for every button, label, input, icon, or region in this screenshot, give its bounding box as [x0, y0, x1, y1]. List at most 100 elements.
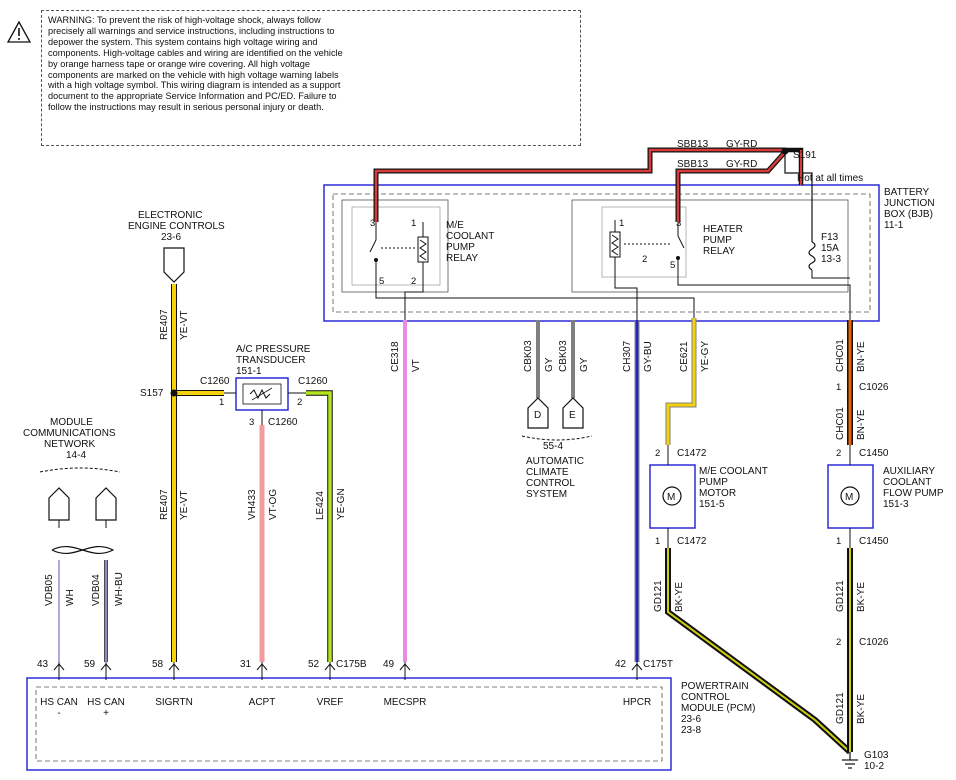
heater-relay-pin-5: 5 — [670, 260, 675, 271]
wire-cbk03_d-circuit-label: CBK03 — [523, 340, 534, 372]
warning-text: WARNING: To prevent the risk of high-vol… — [48, 15, 343, 113]
c1026-top-conn: C1026 — [859, 382, 889, 393]
pcm-title-4: 23-6 — [681, 714, 701, 725]
pcm-pin-42 — [631, 662, 643, 680]
acs-conn-e: E — [569, 410, 576, 421]
wire-cbk03_e-color-label: GY — [579, 357, 590, 372]
wire-chc01_a-color-label: BN-YE — [856, 341, 867, 372]
wire-gd121_c-color-label: BK-YE — [856, 694, 867, 724]
splice-s157-dot — [170, 389, 178, 397]
acs-label-4: SYSTEM — [526, 489, 567, 500]
ac-transducer-box — [235, 377, 289, 411]
c1026-bottom-conn: C1026 — [859, 637, 889, 648]
aux-pump-motor-icon — [840, 486, 860, 506]
c1026-bottom-pin: 2 — [836, 637, 841, 648]
pcm-pin-number: 58 — [152, 659, 164, 670]
ground-ref: 10-2 — [864, 761, 884, 772]
wire-le424-circuit-label: LE424 — [315, 491, 326, 520]
pcm-pin-31 — [256, 662, 268, 680]
aux-pump-top-conn: C1450 — [859, 448, 889, 459]
eec-connector-icon — [163, 247, 185, 283]
pcm-pin-label: SIGRTN — [155, 697, 193, 708]
acs-label-3: CONTROL — [526, 478, 575, 489]
wire-chc01_b-circuit-label: CHC01 — [835, 407, 846, 440]
supply-wire2-color: GY-RD — [726, 159, 757, 170]
me-relay-panel — [341, 199, 449, 293]
pcm-pin-label: HS CAN — [40, 697, 78, 708]
wire-vdb04-circuit-label: VDB04 — [91, 574, 102, 606]
wire-le424 — [306, 391, 332, 662]
wire-gd121_b-circuit-label: GD121 — [835, 580, 846, 612]
ac-pin-2: 2 — [297, 397, 302, 408]
wire-ce621 — [666, 318, 696, 445]
wire-re407_top-color-label: YE-VT — [179, 311, 190, 340]
wire-vh433-circuit-label: VH433 — [247, 489, 258, 520]
me-relay-label-3: PUMP — [446, 242, 475, 253]
wire-vdb05-circuit-label: VDB05 — [44, 574, 55, 606]
mcn-connector-a-icon — [48, 487, 70, 521]
warning-triangle-icon — [6, 20, 32, 43]
pcm-title-3: MODULE (PCM) — [681, 703, 755, 714]
pin-arrow-icon — [324, 663, 336, 671]
pcm-pin-polarity: - — [57, 708, 60, 719]
wire-gd121-me — [667, 548, 851, 753]
wire-vdb04-color-label: WH-BU — [114, 572, 125, 606]
pin-arrow-icon — [631, 663, 643, 671]
me-pump-label-1: M/E COOLANT — [699, 466, 768, 477]
splice-s191-dot — [781, 147, 789, 155]
wire-ch307-color-label: GY-BU — [643, 341, 654, 372]
bjb-title-2: JUNCTION — [884, 198, 935, 209]
splice-s157-label: S157 — [140, 388, 164, 399]
wire-le424-color-label: YE-GN — [336, 488, 347, 520]
mcn-label-2: COMMUNICATIONS — [23, 428, 116, 439]
mcn-connector-b-icon — [95, 487, 117, 521]
pcm-pin-number: 31 — [240, 659, 252, 670]
pcm-pin-label: MECSPR — [384, 697, 427, 708]
me-pump-top-pin: 2 — [655, 448, 660, 459]
ground-name: G103 — [864, 750, 889, 761]
pin-arrow-icon — [100, 663, 112, 671]
wire-vdb05-color-label: WH — [65, 589, 76, 606]
me-relay-pin-1: 1 — [411, 218, 416, 229]
bjb-title-3: BOX (BJB) — [884, 209, 933, 220]
acs-connector-e-icon — [562, 397, 584, 429]
svg-text:M: M — [667, 492, 675, 503]
wire-re407_top-circuit-label: RE407 — [159, 309, 170, 340]
warning-box: WARNING: To prevent the risk of high-vol… — [41, 10, 581, 146]
supply-wire1-circuit: SBB13 — [677, 139, 709, 150]
aux-pump-bottom-pin: 1 — [836, 536, 841, 547]
me-pump-top-conn: C1472 — [677, 448, 707, 459]
acs-ref: 55-4 — [543, 441, 563, 452]
me-relay-label-2: COOLANT — [446, 231, 494, 242]
ac-conn-left: C1260 — [200, 376, 230, 387]
pcm-pin-59 — [100, 662, 112, 680]
ground-g103-icon — [842, 752, 858, 769]
pcm-conn-b: C175B — [336, 659, 367, 670]
wire-gd121_b-color-label: BK-YE — [856, 582, 867, 612]
acs-label-2: CLIMATE — [526, 467, 569, 478]
me-relay-label-1: M/E — [446, 220, 464, 231]
wire-ce621-circuit-label: CE621 — [679, 341, 690, 372]
supply-wire-to-fuse — [784, 150, 813, 242]
twisted-pair-icon — [51, 545, 115, 555]
wire-chc01_b-color-label: BN-YE — [856, 409, 867, 440]
fuse-label-2: 15A — [821, 243, 839, 254]
hot-note: Hot at all times — [797, 173, 863, 184]
pcm-pin-52 — [324, 662, 336, 680]
pcm-pin-polarity: + — [103, 708, 109, 719]
wire-ce318-color-label: VT — [411, 359, 422, 372]
pcm-pin-43 — [53, 662, 65, 680]
ac-label-2: TRANSDUCER — [236, 355, 305, 366]
ac-conn-right: C1260 — [298, 376, 328, 387]
wire-cbk03_e-circuit-label: CBK03 — [558, 340, 569, 372]
pcm-pin-label: HPCR — [623, 697, 651, 708]
eec-label-3: 23-6 — [161, 232, 181, 243]
wire-ce621-color-label: YE-GY — [700, 341, 711, 372]
ac-transducer-symbol — [249, 388, 271, 400]
eec-label-1: ELECTRONIC — [138, 210, 202, 221]
heater-relay-pin-2: 2 — [642, 254, 647, 265]
aux-pump-label-1: AUXILIARY — [883, 466, 935, 477]
ac-pin-3: 3 — [249, 417, 254, 428]
eec-label-2: ENGINE CONTROLS — [128, 221, 225, 232]
